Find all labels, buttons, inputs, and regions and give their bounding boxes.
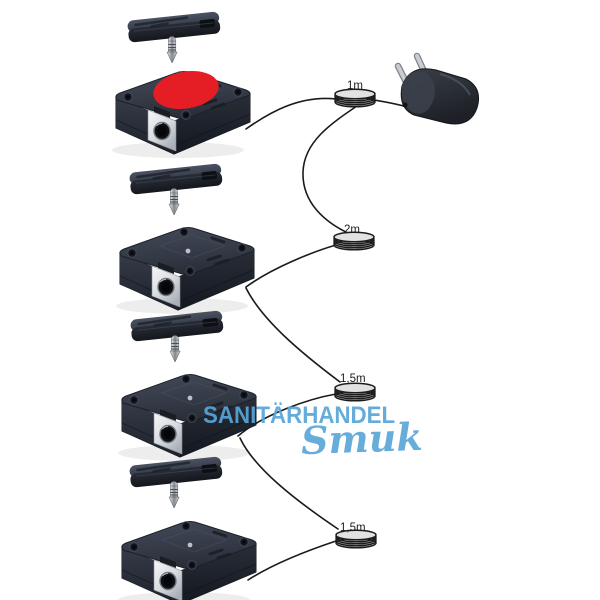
strike-bar-4 — [127, 455, 225, 510]
strike-bar-3 — [128, 309, 226, 364]
cable-run-3 — [245, 287, 341, 383]
red-marker — [153, 71, 219, 109]
cable-length-label-3: 1,5m — [340, 373, 366, 385]
lock-device-2 — [114, 162, 256, 316]
cable-coil-3 — [334, 382, 376, 402]
cable-length-label-1: 1m — [347, 80, 363, 92]
cable-length-label-4: 1,5m — [340, 522, 366, 534]
cable-coil2-to-device2 — [245, 244, 337, 288]
cable-length-label-2: 2m — [344, 224, 360, 236]
lock-device-1 — [110, 10, 252, 160]
power-plug — [394, 52, 480, 125]
cable-run-4 — [239, 437, 339, 530]
cable-run-2m — [302, 103, 361, 235]
cable-device1-to-coil1 — [245, 97, 337, 130]
lock-device-3 — [116, 309, 258, 463]
cable-coil4-to-device4 — [247, 540, 337, 581]
lock-device-4 — [116, 455, 258, 600]
strike-bar-1 — [125, 10, 223, 65]
plug-face — [401, 71, 435, 114]
strike-bar-2 — [127, 162, 225, 217]
